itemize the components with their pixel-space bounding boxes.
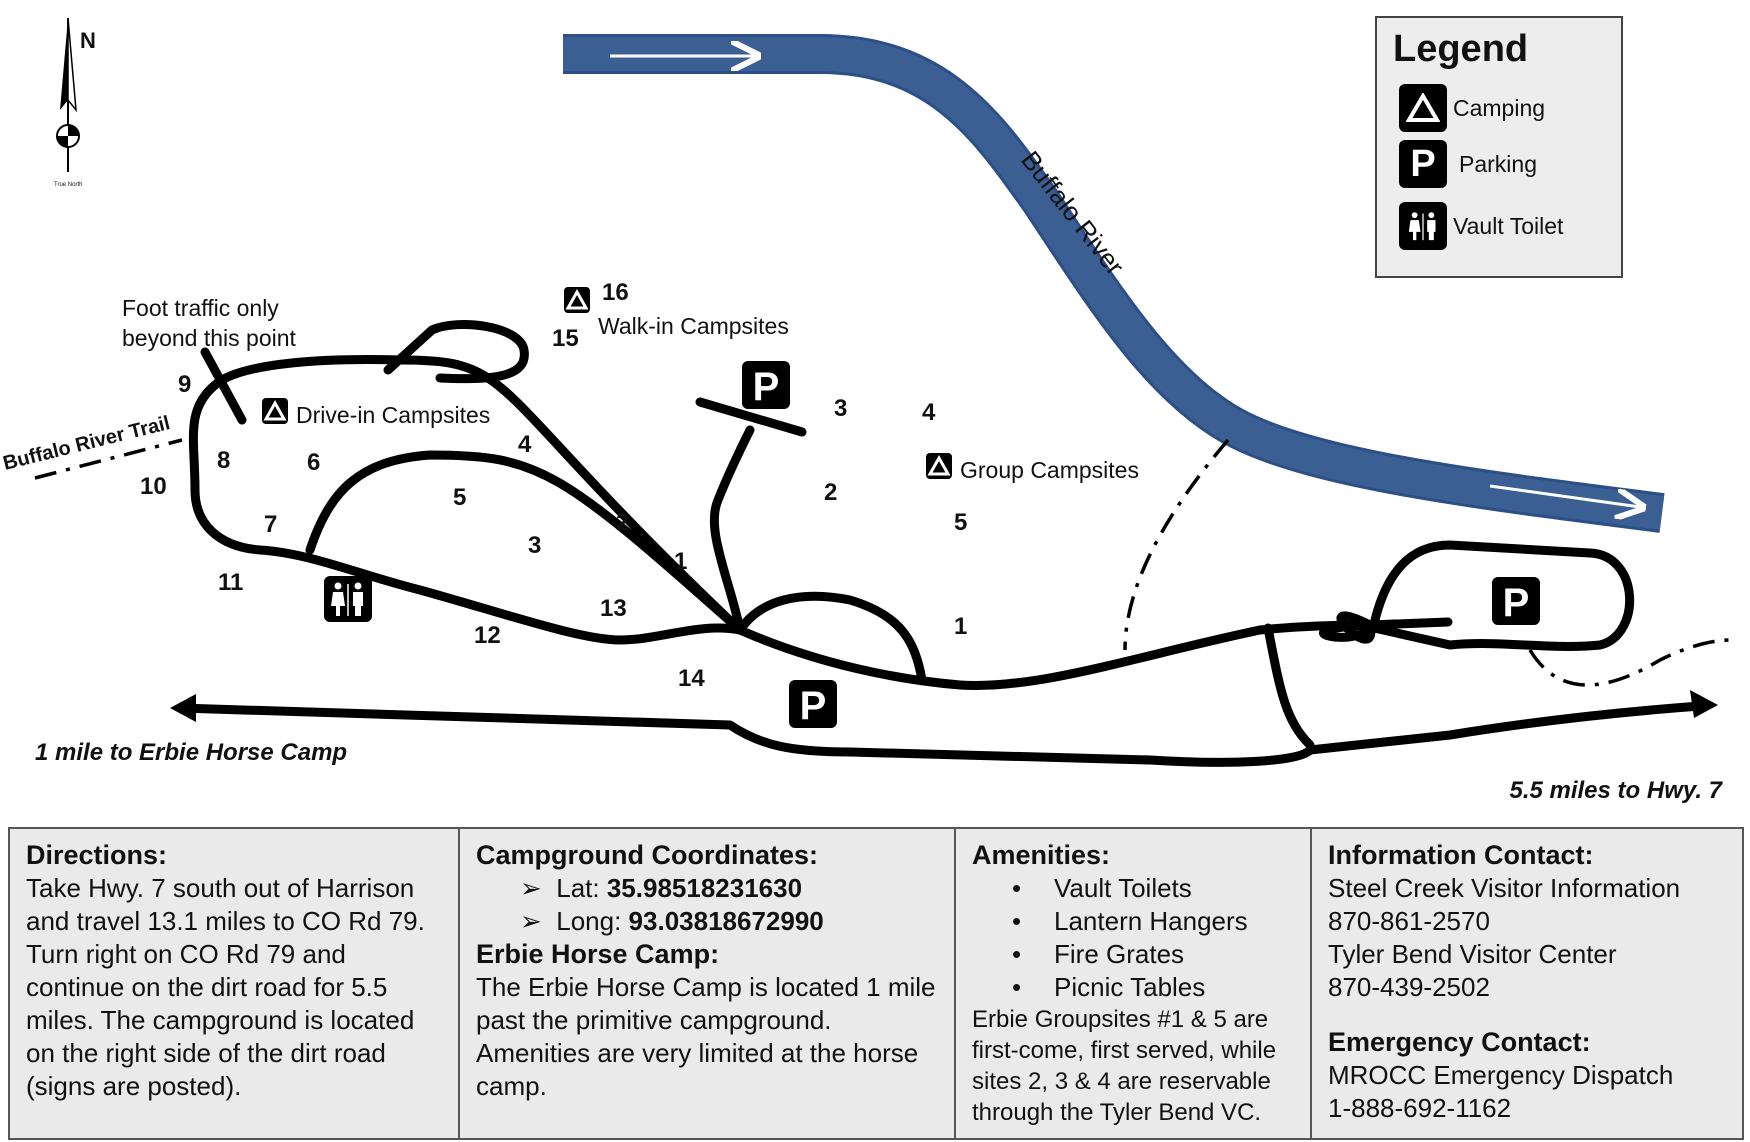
west-note: 1 mile to Erbie Horse Camp [35,739,347,766]
svg-text:P: P [753,365,780,409]
coordinates-panel: Campground Coordinates: ➢ Lat: 35.985182… [460,829,956,1138]
contact-line: Tyler Bend Visitor Center [1328,939,1617,969]
amenities-heading: Amenities: [972,840,1111,870]
lat-value: 35.98518231630 [606,873,803,903]
site-10: 10 [140,473,167,500]
site-6: 6 [307,449,320,476]
east-note: 5.5 miles to Hwy. 7 [1509,777,1723,804]
amenity-item: •Vault Toilets [1012,873,1192,903]
foot-traffic-line2: beyond this point [122,325,297,351]
roads [175,320,1705,767]
site-15: 15 [552,325,579,352]
coordinates-heading: Campground Coordinates: [476,840,818,870]
directions-heading: Directions: [26,840,168,870]
tent-icon [1399,84,1447,132]
directions-panel: Directions: Take Hwy. 7 south out of Har… [10,829,460,1138]
compass-north-letter: N [80,28,96,53]
site-1: 1 [674,548,687,575]
drive-in-tent-icon [260,396,290,426]
amenity-label: Fire Grates [1054,939,1185,969]
latitude-row: ➢ Lat: 35.98518231630 [476,872,938,905]
parking-icon: P [789,680,837,728]
site-16: 16 [602,279,629,306]
emergency-heading: Emergency Contact: [1328,1027,1591,1057]
amenity-item: •Lantern Hangers [1012,906,1248,936]
parking-glyph: P [1410,142,1436,185]
amenity-item: •Picnic Tables [1012,972,1206,1002]
site-3: 3 [528,532,541,559]
lat-label: Lat: [556,873,600,903]
legend-label-camping: Camping [1453,94,1546,121]
legend-label-parking: Parking [1459,150,1537,177]
contact-phone: 870-861-2570 [1328,906,1490,936]
parking-icon: P [1492,577,1540,625]
amenities-panel: Amenities: •Vault Toilets •Lantern Hange… [956,829,1312,1138]
dash-dot-trails [34,438,1731,687]
contact-heading: Information Contact: [1328,840,1594,870]
site-7: 7 [264,511,277,538]
amenity-label: Lantern Hangers [1054,906,1248,936]
amenity-label: Picnic Tables [1054,972,1206,1002]
campground-map: N True North Buffalo River Buffalo River… [1,17,1731,804]
compass-caption: True North [54,182,82,188]
amenities-list: •Vault Toilets •Lantern Hangers •Fire Gr… [972,872,1294,1004]
directions-body: Take Hwy. 7 south out of Harrison and tr… [26,873,425,1101]
parking-icon: P [1399,140,1447,188]
parking-icon: P [742,361,790,409]
amenity-label: Vault Toilets [1054,873,1192,903]
foot-traffic-line1: Foot traffic only [122,295,279,321]
groupsite-note: Erbie Groupsites #1 & 5 are first-come, … [972,1006,1277,1126]
group-site-1: 1 [954,613,967,640]
site-4: 4 [518,431,532,458]
svg-text:P: P [800,684,827,728]
legend-label-toilet: Vault Toilet [1453,212,1564,239]
emergency-phone: 1-888-692-1162 [1328,1093,1512,1123]
svg-text:P: P [1503,581,1530,625]
contact-line: Steel Creek Visitor Information [1328,873,1681,903]
long-label: Long: [556,906,622,936]
group-site-2: 2 [824,479,837,506]
restroom-icon [1399,202,1447,250]
longitude-row: ➢ Long: 93.03818672990 [476,905,938,938]
emergency-line: MROCC Emergency Dispatch [1328,1060,1674,1090]
horse-camp-heading: Erbie Horse Camp: [476,939,720,969]
group-site-4: 4 [922,399,936,426]
group-site-3: 3 [834,395,847,422]
long-value: 93.03818672990 [628,906,824,936]
site-2: 2 [616,509,629,536]
drive-in-label: Drive-in Campsites [296,402,490,428]
legend: Legend Camping P Parking Vault Toilet [1375,16,1623,278]
contact-panel: Information Contact: Steel Creek Visitor… [1312,829,1742,1138]
site-5: 5 [453,484,466,511]
contact-phone: 870-439-2502 [1328,972,1490,1002]
site-13: 13 [600,595,627,622]
group-site-5: 5 [954,509,967,536]
bullet-arrow-icon: ➢ [520,873,557,903]
site-12: 12 [474,622,501,649]
legend-item-parking: P Parking [1399,140,1537,188]
site-11: 11 [218,569,243,596]
site-14: 14 [678,665,705,692]
drive-in-site-numbers: 1 2 3 4 5 6 7 8 9 10 11 12 13 14 [140,371,705,692]
amenity-item: •Fire Grates [1012,939,1185,969]
restroom-icon [324,576,372,622]
group-tent-icon [924,451,954,481]
legend-item-toilet: Vault Toilet [1399,202,1563,250]
legend-title: Legend [1393,28,1529,70]
group-label: Group Campsites [960,457,1139,483]
legend-item-camping: Camping [1399,84,1545,132]
site-9: 9 [178,371,191,398]
walk-in-label: Walk-in Campsites [598,313,789,339]
north-arrow-icon [56,17,80,172]
site-8: 8 [217,447,230,474]
bullet-arrow-icon: ➢ [520,906,557,936]
horse-camp-body: The Erbie Horse Camp is located 1 mile p… [476,972,936,1101]
walk-in-tent-icon [562,285,592,315]
info-panel: Directions: Take Hwy. 7 south out of Har… [8,827,1744,1140]
